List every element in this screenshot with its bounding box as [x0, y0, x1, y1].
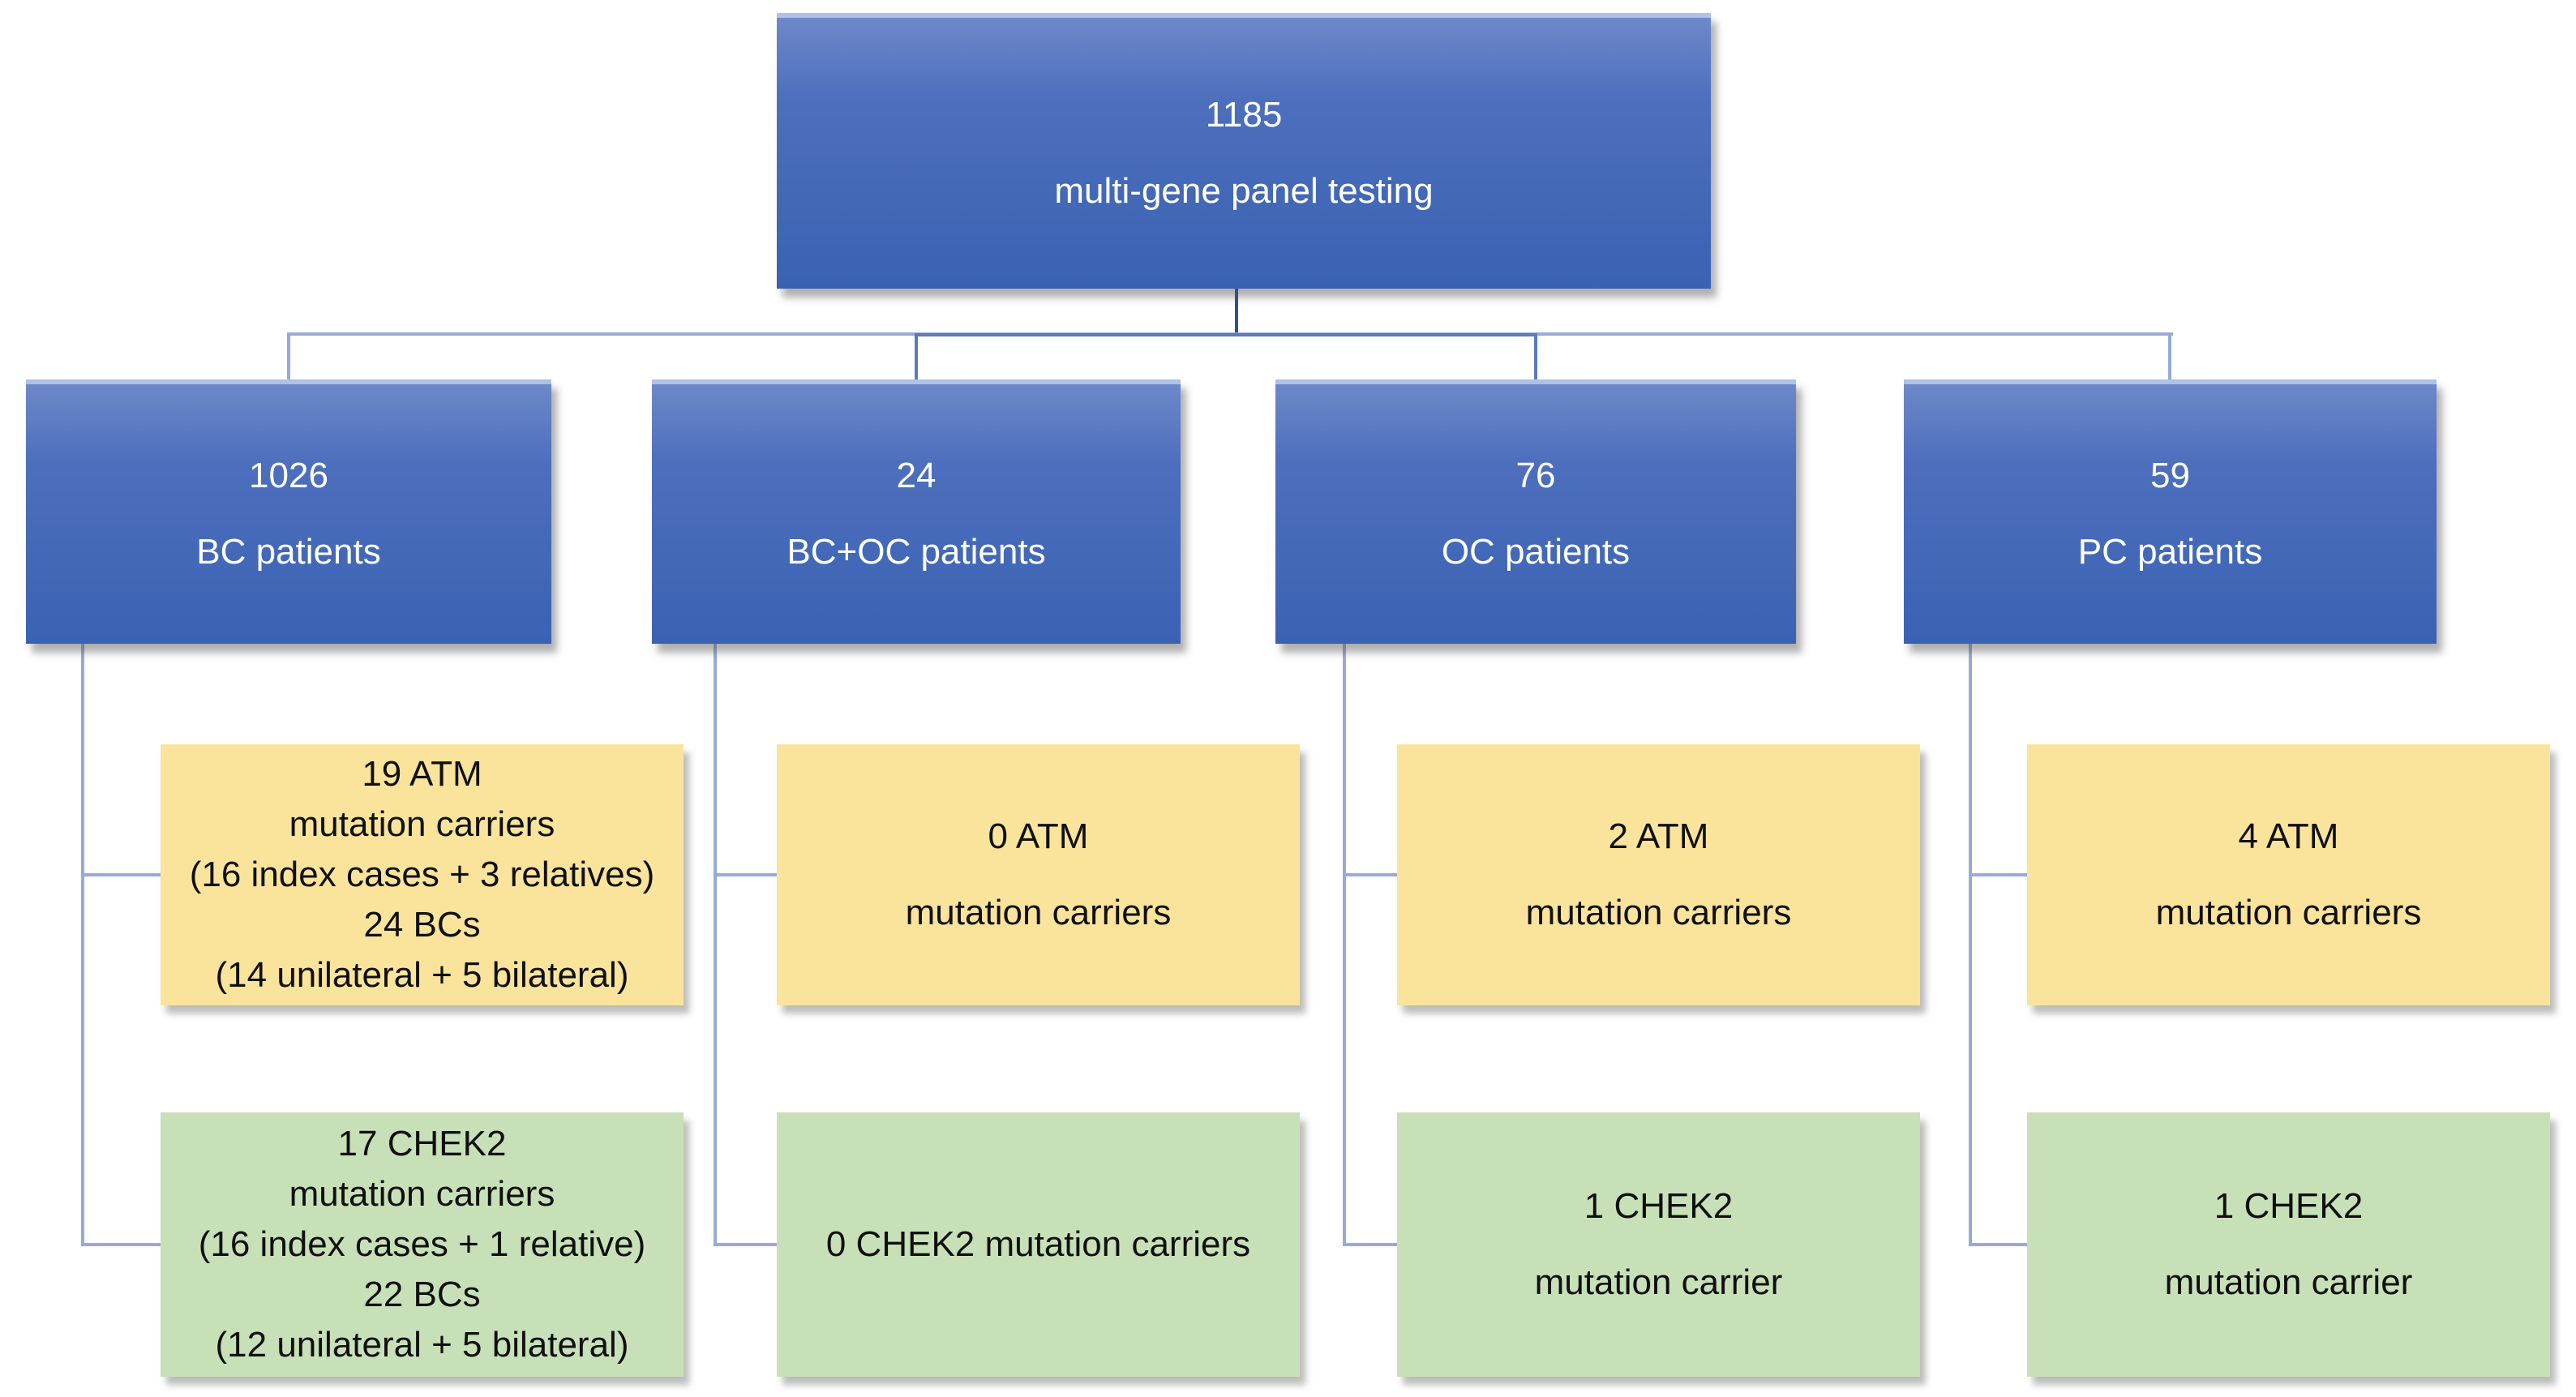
atm-line: mutation carriers	[289, 804, 555, 844]
root-count: 1185	[1205, 95, 1283, 135]
chek2-line: 0 CHEK2 mutation carriers	[825, 1224, 1251, 1264]
connector-stub-chek2-bc-oc	[714, 1243, 778, 1246]
atm-line: 4 ATM	[2238, 816, 2339, 856]
patient-label: BC+OC patients	[787, 532, 1046, 572]
patient-box-oc: 76 OC patients	[1275, 379, 1796, 644]
connector-stub-chek2-pc	[1969, 1243, 2029, 1246]
chek2-line: (16 index cases + 1 relative)	[198, 1224, 646, 1264]
atm-line: 0 ATM	[988, 816, 1089, 856]
connector-stub-atm-bc-oc	[714, 873, 778, 876]
connector-stub-chek2-oc	[1343, 1243, 1399, 1246]
atm-box-bc-oc: 0 ATM mutation carriers	[777, 744, 1300, 1005]
connector-drop-bc	[287, 334, 290, 381]
connector-root-drop	[1235, 282, 1238, 336]
chek2-line: mutation carrier	[2164, 1262, 2413, 1302]
connector-stub-atm-pc	[1969, 873, 2029, 876]
atm-box-bc: 19 ATM mutation carriers (16 index cases…	[161, 744, 684, 1005]
connector-column-oc	[1343, 637, 1346, 1246]
chek2-box-bc-oc: 0 CHEK2 mutation carriers	[777, 1112, 1300, 1377]
patient-box-bc: 1026 BC patients	[26, 379, 551, 644]
connector-column-bc-oc	[714, 637, 717, 1246]
patient-box-pc: 59 PC patients	[1904, 379, 2437, 644]
chek2-line: 17 CHEK2	[337, 1124, 507, 1163]
patient-count: 76	[1515, 456, 1556, 495]
connector-drop-bc-oc	[915, 334, 918, 381]
chek2-box-oc: 1 CHEK2 mutation carrier	[1397, 1112, 1920, 1377]
connector-stub-chek2-bc	[81, 1243, 162, 1246]
atm-line: 24 BCs	[363, 905, 481, 945]
chek2-box-pc: 1 CHEK2 mutation carrier	[2027, 1112, 2550, 1377]
atm-line: mutation carriers	[905, 893, 1172, 932]
patient-box-bc-oc: 24 BC+OC patients	[652, 379, 1181, 644]
patient-label: PC patients	[2077, 532, 2263, 572]
connector-stub-atm-bc	[81, 873, 162, 876]
atm-box-pc: 4 ATM mutation carriers	[2027, 744, 2550, 1005]
atm-line: 19 ATM	[362, 754, 482, 794]
chek2-line: mutation carrier	[1534, 1262, 1783, 1302]
chek2-box-bc: 17 CHEK2 mutation carriers (16 index cas…	[161, 1112, 684, 1377]
connector-column-bc	[81, 637, 84, 1246]
atm-line: (14 unilateral + 5 bilateral)	[215, 955, 629, 995]
atm-box-oc: 2 ATM mutation carriers	[1397, 744, 1920, 1005]
connector-top-horizontal-overlap	[915, 333, 1537, 336]
patient-label: BC patients	[196, 532, 381, 572]
chek2-line: (12 unilateral + 5 bilateral)	[215, 1325, 629, 1365]
connector-drop-pc	[2168, 334, 2171, 381]
chek2-line: 1 CHEK2	[2214, 1186, 2364, 1226]
connector-stub-atm-oc	[1343, 873, 1399, 876]
patient-count: 59	[2150, 456, 2190, 495]
patient-label: OC patients	[1441, 532, 1631, 572]
chek2-line: mutation carriers	[289, 1174, 555, 1214]
root-label: multi-gene panel testing	[1054, 171, 1434, 211]
atm-line: mutation carriers	[1525, 893, 1792, 932]
connector-drop-oc	[1534, 334, 1537, 381]
atm-line: 2 ATM	[1608, 816, 1709, 856]
root-box: 1185 multi-gene panel testing	[777, 13, 1711, 289]
chek2-line: 22 BCs	[363, 1275, 481, 1314]
chek2-line: 1 CHEK2	[1584, 1186, 1734, 1226]
connector-column-pc	[1969, 637, 1972, 1246]
patient-count: 24	[896, 456, 937, 495]
atm-line: mutation carriers	[2155, 893, 2422, 932]
atm-line: (16 index cases + 3 relatives)	[189, 855, 655, 894]
patient-count: 1026	[249, 456, 328, 495]
